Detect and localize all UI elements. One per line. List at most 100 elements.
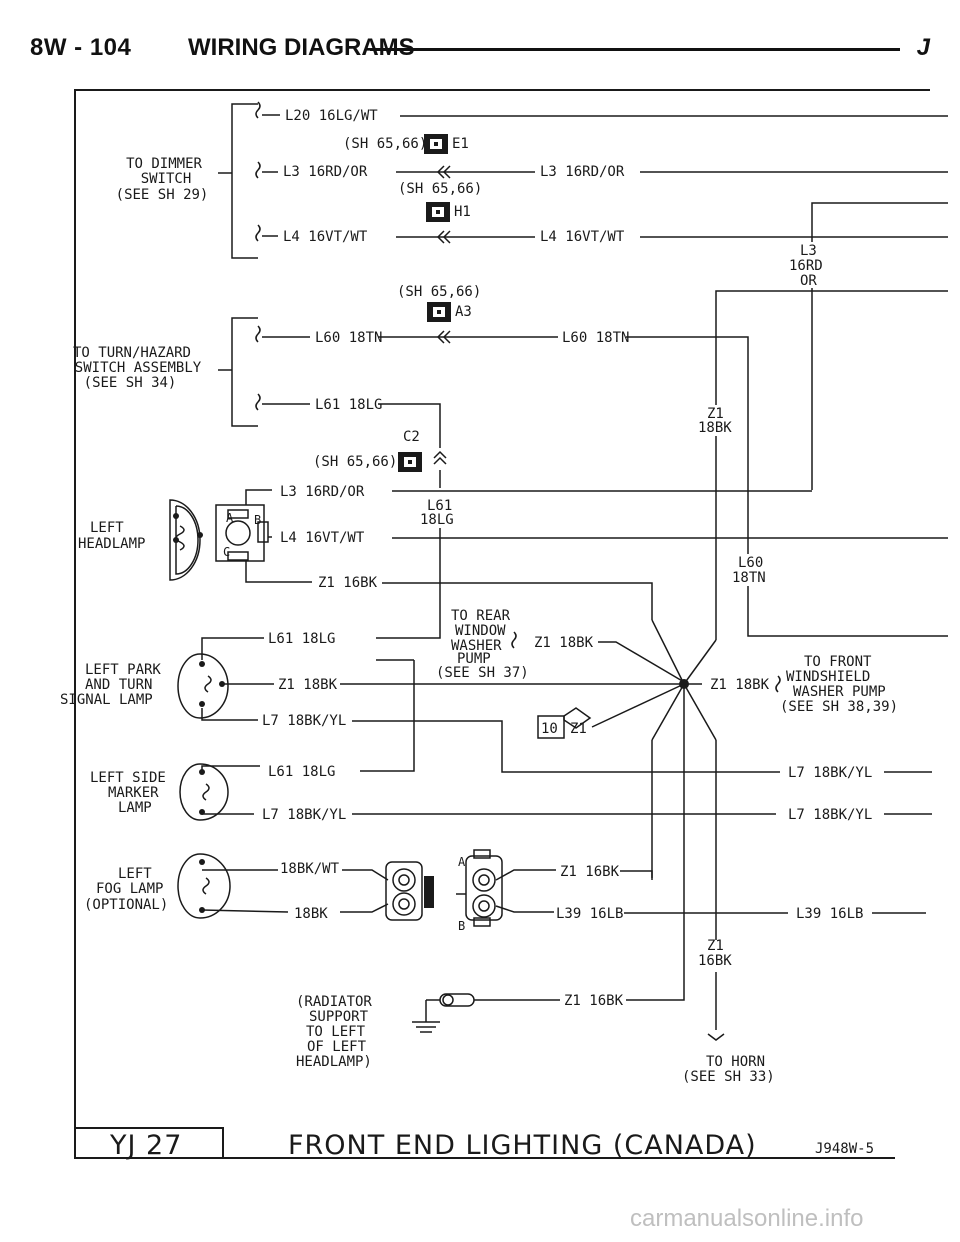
turn-switch-label-2: SWITCH ASSEMBLY: [75, 360, 202, 376]
headlamp-label-1: LEFT: [90, 520, 124, 536]
rear-washer-label-4: PUMP: [457, 651, 491, 667]
horn-label-2: (SEE SH 33): [682, 1069, 775, 1085]
left-side-marker-lamp: [179, 763, 229, 821]
wire-l20-label: L20 16LG/WT: [285, 108, 378, 124]
section-letter: J: [916, 34, 930, 61]
connector-c2-arrow: [433, 450, 447, 465]
wire-z1-fog-label: Z1 16BK: [560, 864, 620, 880]
wire-z1-ground: [626, 992, 685, 1001]
left-park-turn-lamp: [177, 653, 229, 719]
watermark: carmanualsonline.info: [630, 1205, 864, 1232]
wire-z1-front-label: Z1 18BK: [710, 677, 770, 693]
l61-vertical-label-2: 18LG: [420, 512, 454, 528]
wire-z1-ground-label: Z1 16BK: [564, 993, 624, 1009]
wire-z1-hl-label: Z1 16BK: [318, 575, 378, 591]
wire-l61-park-label: L61 18LG: [268, 631, 335, 647]
l60-vertical-label-1: L60: [738, 555, 763, 571]
park-label-2: AND TURN: [85, 677, 152, 693]
l61-vertical-label-1: L61: [427, 498, 452, 514]
front-washer-label-4: (SEE SH 38,39): [780, 699, 898, 715]
hl-pin-c: C: [223, 545, 230, 559]
connector-e1-pin: E1: [452, 136, 469, 152]
page-title: WIRING DIAGRAMS: [188, 34, 415, 61]
z1-vertical-label-1: Z1: [707, 406, 724, 422]
wire-l7-right1-label: L7 18BK/YL: [788, 765, 872, 781]
wire-z1-park-label: Z1 18BK: [278, 677, 338, 693]
header-rule: [370, 48, 900, 51]
splice-wire: Z1: [570, 721, 587, 737]
connector-h1-pin: H1: [454, 204, 471, 220]
rear-washer-label-3: WASHER: [451, 638, 502, 654]
fog-lamp-connector-male: [385, 861, 434, 921]
front-washer-label-2: WINDSHIELD: [786, 669, 870, 685]
fog-lamp-label-3: (OPTIONAL): [84, 897, 168, 913]
headlamp-connector: A B C: [215, 504, 269, 562]
page-number: 8W - 104: [30, 34, 132, 61]
wire-z1-fog: [620, 870, 653, 878]
rear-washer-label-2: WINDOW: [455, 623, 506, 639]
connector-h1-ref: (SH 65,66): [398, 181, 482, 197]
wire-l61-side-vertical: [360, 660, 415, 772]
fog-lamp-connector-female: A B: [456, 849, 503, 933]
l60-vertical-label-2: 18TN: [732, 570, 766, 586]
wire-l60-vertical: [626, 336, 749, 554]
wire-l61-vertical: [376, 528, 441, 639]
footer-model-box: [74, 1127, 224, 1159]
radiator-label-1: (RADIATOR: [296, 994, 372, 1010]
wire-l7-right2-label: L7 18BK/YL: [788, 807, 872, 823]
dimmer-switch-label-2: SWITCH: [141, 171, 192, 187]
radiator-label-4: OF LEFT: [307, 1039, 367, 1055]
l3-vertical-label-3: OR: [800, 273, 817, 289]
side-marker-label-3: LAMP: [118, 800, 152, 816]
side-marker-label-2: MARKER: [108, 785, 159, 801]
front-washer-label-1: TO FRONT: [804, 654, 872, 670]
wire-l60-out: [747, 586, 948, 637]
radiator-label-2: SUPPORT: [309, 1009, 369, 1025]
connector-a3-icon: [427, 302, 451, 322]
connector-e1-arrow: [436, 165, 451, 179]
wire-l3-in-label: L3 16RD/OR: [283, 164, 368, 180]
wire-l7-park-label: L7 18BK/YL: [262, 713, 346, 729]
wire-fog-bkwt-label: 18BK/WT: [280, 861, 340, 877]
fog-lamp-label-1: LEFT: [118, 866, 152, 882]
connector-a3-pin: A3: [455, 304, 472, 320]
z1-ground-vertical-2: 16BK: [698, 953, 732, 969]
wire-l3-branch: [811, 202, 948, 242]
connector-h1-icon: [426, 202, 450, 222]
wire-fog-bk-label: 18BK: [294, 906, 328, 922]
wire-l61-label: L61 18LG: [315, 397, 382, 413]
wire-l39-label: L39 16LB: [556, 906, 623, 922]
dimmer-switch-label-3: (SEE SH 29): [116, 187, 209, 203]
park-label-3: SIGNAL LAMP: [60, 692, 153, 708]
turn-switch-label-3: (SEE SH 34): [84, 375, 177, 391]
wire-z1-hl: [382, 582, 653, 620]
left-fog-lamp: [177, 853, 231, 919]
fog-pin-b: B: [458, 919, 465, 933]
horn-label-1: TO HORN: [706, 1054, 765, 1070]
wire-z1-washer: [598, 641, 685, 683]
diagram-frame: [74, 89, 930, 1159]
rear-washer-label-5: (SEE SH 37): [436, 665, 529, 681]
ground-symbol: [412, 993, 475, 1033]
dimmer-switch-label-1: TO DIMMER: [126, 156, 202, 172]
wire-break-mark: [255, 101, 261, 119]
dimmer-switch-bracket: [231, 103, 258, 259]
wire-l61-side-label: L61 18LG: [268, 764, 335, 780]
l3-vertical-label-2: 16RD: [789, 258, 823, 274]
wire-l39-right-label: L39 16LB: [796, 906, 863, 922]
horn-arrow: [707, 1033, 725, 1041]
connector-h1-arrow: [436, 230, 451, 244]
wire-l60-out-label: L60 18TN: [562, 330, 629, 346]
splice-10-z1: 10 Z1: [537, 707, 592, 739]
connector-e1-ref: (SH 65,66): [343, 136, 427, 152]
wire-l4-out-label: L4 16VT/WT: [540, 229, 625, 245]
connector-c2-ref: (SH 65,66): [313, 454, 397, 470]
park-label-1: LEFT PARK: [85, 662, 161, 678]
connector-a3-ref: (SH 65,66): [397, 284, 481, 300]
connector-c2-pin: C2: [403, 429, 420, 445]
headlamp-label-2: HEADLAMP: [78, 536, 145, 552]
wire-l3-hl-label: L3 16RD/OR: [280, 484, 365, 500]
radiator-label-5: HEADLAMP): [296, 1054, 372, 1070]
connector-c2-icon: [398, 452, 422, 472]
